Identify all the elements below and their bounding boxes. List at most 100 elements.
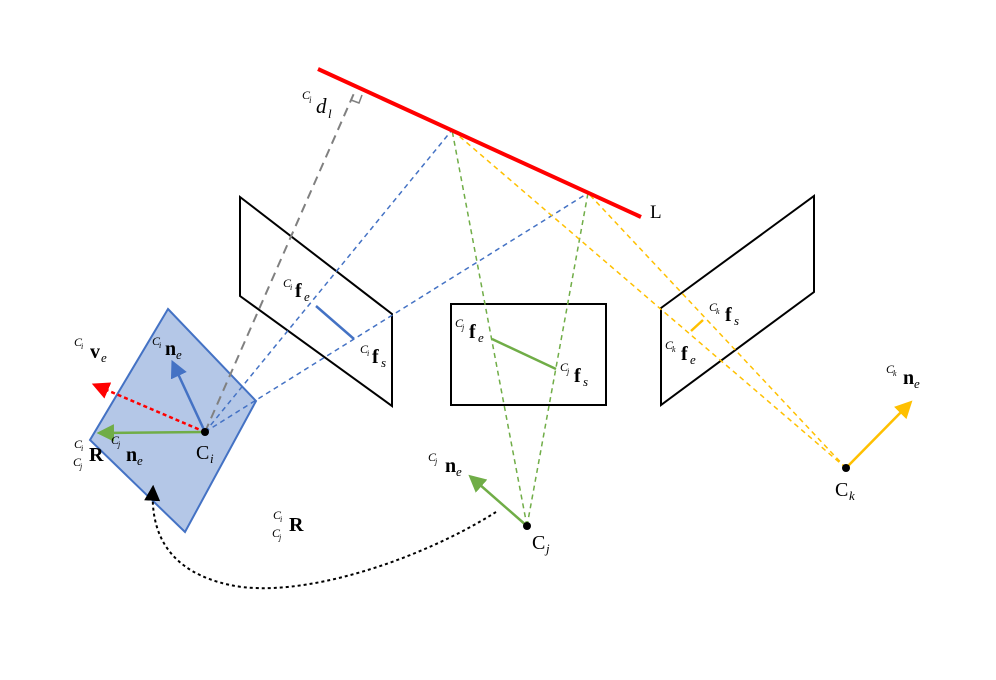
svg-text:j: j (566, 367, 570, 376)
svg-text:j: j (278, 533, 282, 542)
svg-text:j: j (434, 457, 438, 466)
image-plane-j (450, 303, 607, 406)
normal-label-rotated: C j n e (111, 433, 143, 468)
svg-text:C: C (302, 88, 311, 102)
svg-text:s: s (734, 313, 739, 328)
svg-text:n: n (903, 367, 914, 389)
svg-text:v: v (90, 341, 100, 363)
svg-text:f: f (469, 321, 476, 343)
normal-label-ci: C i n e (152, 334, 182, 362)
svg-text:e: e (456, 464, 462, 479)
svg-text:i: i (81, 444, 83, 453)
distance-line (204, 90, 356, 433)
right-angle-mark (350, 94, 363, 104)
svg-text:j: j (79, 462, 83, 471)
svg-text:e: e (137, 453, 143, 468)
image-plane-k (660, 194, 815, 407)
svg-text:j: j (117, 440, 121, 449)
svg-text:n: n (165, 338, 176, 360)
svg-text:C: C (273, 508, 282, 522)
camera-label-i: C i (196, 442, 214, 466)
normal-label-ck: C k n e (886, 362, 920, 391)
camera-center-i (201, 428, 209, 436)
svg-text:l: l (328, 106, 332, 121)
svg-text:C: C (74, 335, 83, 349)
projection-cj-1 (451, 129, 528, 527)
projection-ci-1 (204, 129, 453, 433)
projection-cj-2 (526, 192, 589, 527)
segment-i (315, 305, 355, 340)
svg-text:C: C (196, 442, 209, 464)
svg-text:j: j (544, 541, 550, 556)
svg-text:i: i (309, 95, 312, 105)
svg-text:i: i (210, 451, 214, 466)
normal-arrow-cj (468, 474, 528, 527)
rotation-label-curve: C i C j R (272, 508, 304, 542)
svg-text:C: C (111, 433, 120, 447)
feature-label-ci-fe: C i f e (283, 276, 310, 304)
svg-text:e: e (176, 347, 182, 362)
svg-text:k: k (893, 369, 897, 378)
projection-ci-2 (204, 192, 589, 433)
svg-text:f: f (574, 365, 581, 387)
svg-text:C: C (272, 526, 281, 540)
normal-arrow-rotated (96, 424, 206, 442)
camera-label-k: C k (835, 479, 855, 503)
feature-label-ck-fs: C k f s (709, 300, 739, 328)
feature-label-ci-fs: C i f s (360, 342, 386, 370)
svg-text:e: e (304, 289, 310, 304)
svg-text:C: C (709, 300, 718, 314)
svg-text:i: i (290, 283, 292, 292)
rotation-label-plane: C i C j R (73, 437, 104, 471)
svg-text:C: C (886, 362, 895, 376)
projection-ck-1 (451, 129, 847, 469)
normal-arrow-ck (845, 400, 913, 469)
svg-text:e: e (478, 330, 484, 345)
projection-ck-2 (587, 192, 847, 469)
feature-label-ck-fe: C k f e (665, 338, 696, 367)
feature-label-cj-fe: C j f e (455, 316, 484, 345)
image-plane-i (239, 194, 393, 408)
svg-text:s: s (381, 355, 386, 370)
svg-text:C: C (73, 455, 82, 469)
svg-text:i: i (367, 349, 369, 358)
line-L (317, 67, 642, 219)
camera-label-j: C j (532, 532, 550, 556)
svg-text:f: f (725, 304, 732, 326)
svg-text:k: k (716, 307, 720, 316)
svg-text:R: R (89, 444, 104, 466)
svg-text:k: k (849, 488, 855, 503)
svg-text:n: n (445, 455, 456, 477)
svg-text:e: e (914, 376, 920, 391)
camera-i-plane (88, 307, 258, 534)
camera-center-k (842, 464, 850, 472)
svg-text:C: C (74, 437, 83, 451)
svg-text:j: j (461, 323, 465, 332)
svg-text:e: e (101, 350, 107, 365)
camera-center-j (523, 522, 531, 530)
svg-text:C: C (665, 338, 674, 352)
svg-text:n: n (126, 444, 137, 466)
direction-label: C i v e (74, 335, 107, 365)
segment-j (491, 337, 557, 371)
svg-text:C: C (455, 316, 464, 330)
normal-arrow-ci (170, 359, 207, 433)
svg-text:f: f (681, 343, 688, 365)
svg-text:i: i (81, 342, 83, 351)
feature-label-cj-fs: C j f s (560, 360, 588, 389)
svg-text:d: d (316, 94, 327, 118)
svg-text:e: e (690, 352, 696, 367)
svg-text:C: C (360, 342, 369, 356)
svg-text:C: C (532, 532, 545, 554)
svg-text:i: i (280, 515, 282, 524)
svg-text:f: f (295, 280, 302, 302)
svg-text:s: s (583, 374, 588, 389)
direction-arrow (91, 382, 206, 434)
distance-label: C i d l (302, 88, 332, 121)
svg-text:C: C (835, 479, 848, 501)
svg-text:k: k (672, 345, 676, 354)
svg-text:C: C (428, 450, 437, 464)
svg-text:C: C (283, 276, 292, 290)
svg-text:C: C (560, 360, 569, 374)
svg-text:C: C (152, 334, 161, 348)
